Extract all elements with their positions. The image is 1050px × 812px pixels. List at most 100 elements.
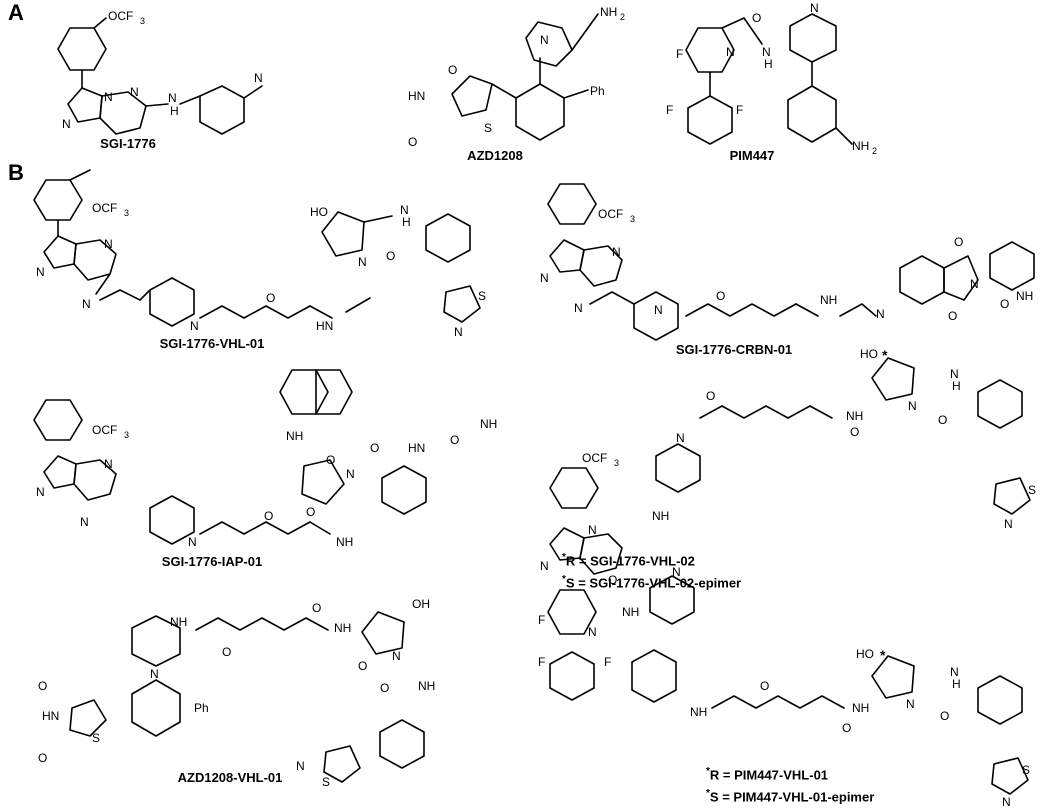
structure-sgi-1776-vhl-01: OCF 3 N N N N O HN HO N O N H S	[33, 169, 486, 339]
svg-text:NH: NH	[334, 621, 351, 635]
svg-text:N: N	[168, 91, 177, 105]
svg-text:N: N	[672, 565, 681, 579]
svg-text:S: S	[92, 731, 100, 745]
svg-text:N: N	[104, 237, 113, 251]
svg-text:O: O	[450, 433, 459, 447]
svg-text:N: N	[540, 559, 549, 573]
note-pim-s: *S = PIM447-VHL-01-epimer	[706, 788, 875, 805]
svg-text:O: O	[38, 751, 47, 765]
svg-text:O: O	[380, 681, 389, 695]
svg-text:O: O	[706, 389, 715, 403]
svg-text:O: O	[716, 289, 725, 303]
svg-text:Ph: Ph	[194, 701, 209, 715]
svg-text:O: O	[1000, 297, 1009, 311]
svg-text:*: *	[882, 347, 888, 363]
svg-text:N: N	[908, 399, 917, 413]
svg-text:NH: NH	[820, 293, 837, 307]
structure-sgi-1776-vhl-02: OCF 3 N N NH N O O NH HO * N O N H S N	[540, 347, 1036, 575]
svg-text:NH: NH	[622, 605, 639, 619]
svg-text:N: N	[36, 485, 45, 499]
svg-text:F: F	[666, 103, 673, 117]
svg-text:N: N	[80, 515, 89, 529]
svg-text:N: N	[726, 45, 735, 59]
svg-text:NH: NH	[480, 417, 497, 431]
svg-text:N: N	[296, 759, 305, 773]
svg-text:N: N	[358, 255, 367, 269]
svg-text:N: N	[1004, 517, 1013, 531]
svg-text:O: O	[326, 453, 335, 467]
note-vhl02-s: *S = SGI-1776-VHL-02-epimer	[562, 574, 742, 591]
svg-text:O: O	[608, 573, 617, 587]
note-vhl02-r: *R = SGI-1776-VHL-02	[562, 552, 695, 569]
svg-text:S: S	[484, 121, 492, 135]
svg-text:O: O	[408, 135, 417, 149]
svg-text:NH: NH	[170, 615, 187, 629]
svg-text:NH: NH	[846, 409, 863, 423]
svg-text:N: N	[540, 271, 549, 285]
svg-text:O: O	[752, 11, 761, 25]
svg-text:NH: NH	[852, 139, 869, 153]
svg-text:N: N	[950, 367, 959, 381]
svg-text:OCF: OCF	[582, 451, 607, 465]
svg-text:HN: HN	[42, 709, 59, 723]
svg-text:O: O	[38, 679, 47, 693]
svg-text:O: O	[222, 645, 231, 659]
svg-text:F: F	[538, 655, 545, 669]
svg-text:N: N	[676, 431, 685, 445]
svg-text:NH: NH	[600, 5, 617, 19]
svg-text:F: F	[736, 103, 743, 117]
svg-text:HN: HN	[408, 89, 425, 103]
caption-sgi-1776-vhl-01: SGI-1776-VHL-01	[159, 336, 265, 351]
svg-text:S: S	[322, 775, 330, 789]
svg-text:N: N	[654, 303, 663, 317]
svg-text:HO: HO	[856, 647, 874, 661]
svg-text:N: N	[810, 1, 819, 15]
svg-text:N: N	[762, 45, 771, 59]
svg-text:O: O	[940, 709, 949, 723]
svg-text:Ph: Ph	[590, 84, 605, 98]
svg-text:OCF: OCF	[92, 201, 117, 215]
structure-pim447: F N O N H N NH 2 F F	[666, 1, 877, 156]
svg-text:O: O	[954, 235, 963, 249]
svg-text:HO: HO	[310, 205, 328, 219]
svg-text:N: N	[150, 667, 159, 681]
svg-text:NH: NH	[418, 679, 435, 693]
svg-text:N: N	[1002, 795, 1011, 809]
structure-sgi-1776-iap-01: OCF 3 N N N N O O NH NH O N O HN O NH	[33, 369, 497, 549]
svg-text:OCF: OCF	[92, 423, 117, 437]
svg-text:S: S	[1028, 483, 1036, 497]
svg-text:N: N	[62, 117, 71, 131]
svg-text:N: N	[392, 649, 401, 663]
svg-text:N: N	[588, 625, 597, 639]
svg-text:N: N	[188, 535, 197, 549]
svg-text:N: N	[346, 467, 355, 481]
svg-text:N: N	[130, 85, 139, 99]
svg-text:N: N	[876, 307, 885, 321]
note-pim-r: *R = PIM447-VHL-01	[706, 766, 829, 783]
svg-text:O: O	[312, 601, 321, 615]
svg-text:2: 2	[620, 12, 625, 22]
svg-text:N: N	[104, 90, 113, 104]
svg-text:3: 3	[614, 458, 619, 468]
svg-text:N: N	[104, 457, 113, 471]
caption-azd1208-vhl-01: AZD1208-VHL-01	[177, 770, 283, 785]
svg-text:N: N	[82, 297, 91, 311]
caption-pim447: PIM447	[729, 148, 775, 163]
svg-text:N: N	[970, 277, 979, 291]
svg-text:O: O	[358, 659, 367, 673]
panel-label-b: B	[8, 160, 24, 185]
svg-text:O: O	[306, 505, 315, 519]
svg-text:F: F	[604, 655, 611, 669]
caption-azd1208: AZD1208	[467, 148, 523, 163]
structure-pim447-vhl-01: F N O NH N NH F F O O NH HO * N O N H S …	[538, 565, 1030, 809]
svg-text:HO: HO	[860, 347, 878, 361]
svg-text:F: F	[676, 47, 683, 61]
svg-text:N: N	[612, 245, 621, 259]
svg-text:NH: NH	[286, 429, 303, 443]
svg-text:O: O	[850, 425, 859, 439]
svg-text:H: H	[170, 104, 179, 118]
svg-text:O: O	[264, 509, 273, 523]
svg-text:N: N	[400, 203, 409, 217]
structure-sgi-1776: OCF 3 N N N N H N	[57, 9, 263, 135]
